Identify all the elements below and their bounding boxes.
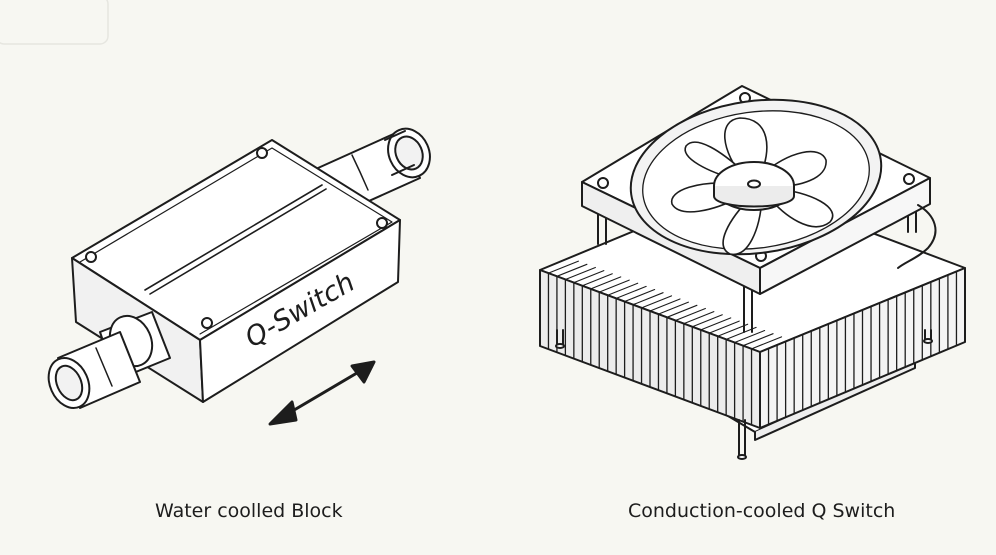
screw-holes	[85, 147, 388, 329]
heatsink-fin-top	[734, 329, 766, 344]
heatsink-fin-top	[607, 282, 639, 296]
heatsink-fin-top	[674, 307, 706, 322]
water-cooled-block: Q-Switch	[47, 127, 431, 426]
heatsink-fin-top	[708, 320, 740, 334]
conduction-cooled-assembly	[539, 85, 966, 460]
heatsink-fin-top	[598, 279, 630, 293]
heatsink-fin-top	[556, 263, 588, 277]
left-caption: Water coolled Block	[155, 500, 343, 522]
mounting-pins	[555, 329, 933, 460]
heatsink-fin-top	[640, 295, 673, 309]
fan-hub	[713, 161, 795, 211]
fan-cable	[897, 204, 937, 269]
heatsink-fin-top	[700, 317, 732, 331]
heatsink-fin-top	[590, 276, 622, 290]
heatsink-fin-top	[717, 323, 749, 337]
heatsink-fin-top	[573, 270, 605, 284]
heatsink-fin-top	[547, 260, 580, 274]
heatsink-fin-top	[615, 285, 647, 299]
heatsink-fin-top	[581, 273, 613, 287]
heatsink-fin-top	[750, 336, 783, 350]
heatsink-fin-top	[624, 288, 656, 303]
heatsink-fin-top	[742, 333, 774, 347]
movement-double-arrow	[268, 360, 376, 426]
heatsink-fin-top	[564, 266, 596, 281]
heatsink-fin-top	[632, 292, 664, 306]
inlet-pipe	[47, 311, 171, 409]
top-groove	[144, 184, 327, 295]
block-right-face	[199, 219, 401, 403]
heatsink-fin-top	[657, 301, 690, 315]
heatsink-fin-top	[683, 311, 715, 325]
heatsink-fin-top	[666, 304, 698, 318]
corner-card	[0, 0, 109, 45]
right-caption: Conduction-cooled Q Switch	[628, 500, 896, 522]
heatsink-fin-top	[691, 314, 723, 328]
heatsink-fin-top	[649, 298, 681, 312]
